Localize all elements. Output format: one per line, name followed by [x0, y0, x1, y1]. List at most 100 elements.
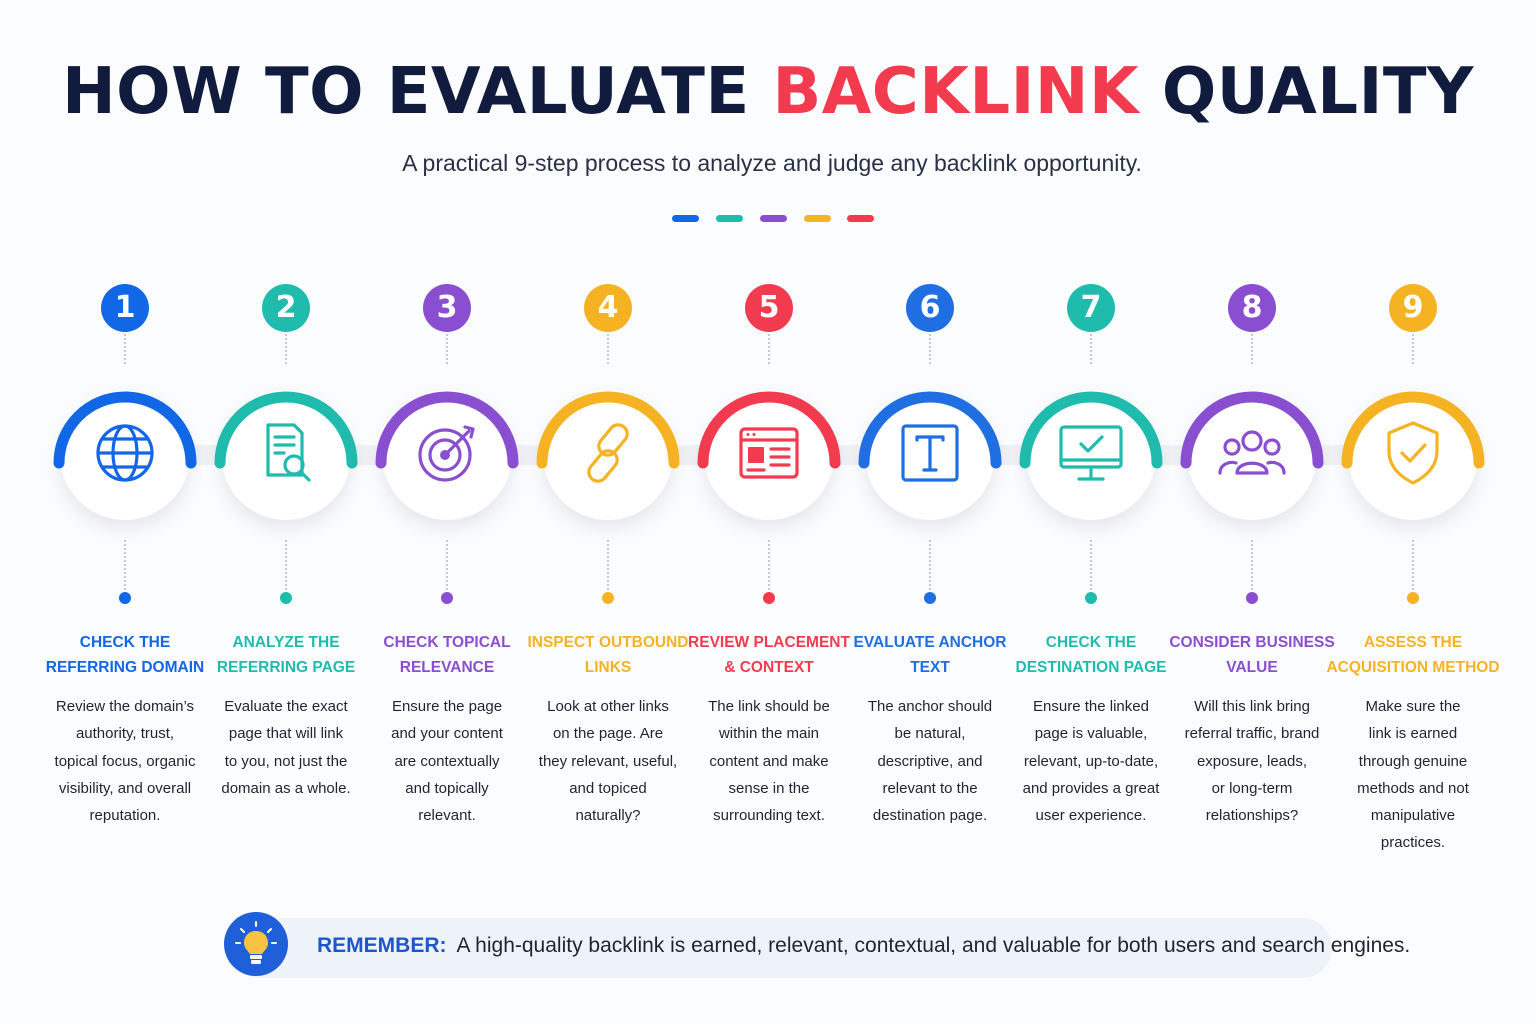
step-arc	[1019, 391, 1163, 469]
step-description-line: Look at other links	[547, 698, 669, 715]
accent-dash	[716, 215, 743, 222]
step-title: CONSIDER BUSINESS VALUE	[1157, 630, 1347, 680]
step-dot	[441, 592, 453, 604]
step-description-line: Evaluate the exact	[224, 698, 348, 715]
monitor-check-icon	[1059, 425, 1123, 481]
step-description-line: relevant to the	[882, 779, 978, 797]
step-title-line: CHECK TOPICAL	[383, 634, 511, 651]
connector-line	[1251, 334, 1253, 364]
step-title-line: INSPECT OUTBOUND	[527, 634, 689, 651]
step-description-line: and your content	[391, 725, 503, 743]
step-title-line: EVALUATE ANCHOR	[853, 634, 1007, 651]
connector-line	[285, 540, 287, 590]
connector-line	[768, 334, 770, 364]
step-title-line: CHECK THE	[79, 634, 171, 651]
step-description-line: content and make	[709, 752, 829, 770]
step-title-line: ASSESS THE	[1363, 634, 1463, 651]
step-description-line: within the main	[718, 725, 820, 743]
step-title-line: REVIEW PLACEMENT	[688, 634, 850, 651]
step-description-line: surrounding text.	[713, 807, 825, 825]
step-description-line: methods and not	[1357, 779, 1469, 797]
step-description-line: or long-term	[1211, 779, 1293, 797]
step-arc	[1341, 391, 1485, 469]
step-description-line: referral traffic, brand	[1184, 725, 1320, 743]
step-description-line: page that will link	[228, 725, 344, 743]
title-highlight: BACKLINK	[772, 55, 1140, 129]
step-description-line: visibility, and overall	[58, 779, 192, 797]
step-dot	[602, 592, 614, 604]
step-title-line: CONSIDER BUSINESS	[1169, 634, 1335, 651]
connector-line	[607, 334, 609, 364]
step-number: 1	[101, 284, 149, 332]
step-title-line: & CONTEXT	[724, 659, 814, 676]
step-number: 5	[745, 284, 793, 332]
connector-line	[446, 540, 448, 590]
step-description-line: be natural,	[894, 725, 966, 743]
step-description-line: relevant, up-to-date,	[1023, 752, 1159, 770]
step-description-line: Ensure the linked	[1033, 698, 1149, 715]
step-dot	[763, 592, 775, 604]
step-number: 8	[1228, 284, 1276, 332]
step-arc	[375, 391, 519, 469]
accent-dashes	[672, 215, 882, 223]
step-title: CHECK TOPICAL RELEVANCE	[352, 630, 542, 680]
step-description-line: through genuine	[1358, 752, 1468, 770]
accent-dash	[847, 215, 874, 222]
lightbulb-icon	[224, 912, 288, 976]
step-description-line: page is valuable,	[1034, 725, 1148, 743]
connector-line	[1090, 540, 1092, 590]
step-description-line: naturally?	[575, 807, 641, 825]
remember-label: REMEMBER:	[317, 934, 447, 957]
step-description-line: descriptive, and	[877, 752, 983, 770]
step-arc	[536, 391, 680, 469]
step-description-line: practices.	[1380, 834, 1446, 852]
step-number: 3	[423, 284, 471, 332]
step-title-line: DESTINATION PAGE	[1015, 659, 1167, 676]
step-title-line: CHECK THE	[1045, 634, 1137, 651]
connector-line	[446, 334, 448, 364]
step-title-line: RELEVANCE	[399, 659, 495, 676]
step-title: INSPECT OUTBOUND LINKS	[513, 630, 703, 680]
step-description: The anchor should be natural, descriptive,…	[843, 693, 1017, 829]
step-title-line: REFERRING PAGE	[216, 659, 356, 676]
document-search-icon	[266, 423, 311, 482]
connector-line	[607, 540, 609, 590]
step-arc	[53, 391, 197, 469]
step-dot	[119, 592, 131, 604]
accent-dash	[804, 215, 831, 222]
connector-line	[929, 540, 931, 590]
step-title-line: LINKS	[584, 659, 632, 676]
step-description-line: link is earned	[1368, 725, 1458, 743]
title-part-2: QUALITY	[1139, 55, 1474, 129]
step-number: 9	[1389, 284, 1437, 332]
title-part-1: HOW TO EVALUATE	[62, 55, 773, 129]
step-description-line: The link should be	[708, 698, 830, 715]
step-description: Ensure the linked page is valuable, releva…	[1004, 693, 1178, 829]
step-description: The link should be within the main content…	[682, 693, 856, 829]
step-title: REVIEW PLACEMENT & CONTEXT	[674, 630, 864, 680]
step-number: 4	[584, 284, 632, 332]
step-description-line: The anchor should	[867, 698, 993, 715]
shield-check-icon	[1387, 421, 1439, 485]
step-description-line: reputation.	[89, 807, 161, 825]
step-description-line: sense in the	[728, 779, 810, 797]
step-arc	[697, 391, 841, 469]
accent-dash	[672, 215, 699, 222]
connector-line	[1412, 334, 1414, 364]
step-title-line: REFERRING DOMAIN	[45, 659, 205, 676]
step-arc	[214, 391, 358, 469]
step-title-line: VALUE	[1226, 659, 1278, 676]
accent-dash	[760, 215, 787, 222]
step-dot	[280, 592, 292, 604]
step-description-line: on the page. Are	[552, 725, 664, 743]
globe-icon	[96, 424, 154, 482]
step-description-line: and topiced	[569, 779, 647, 797]
remember-banner	[230, 918, 1332, 978]
